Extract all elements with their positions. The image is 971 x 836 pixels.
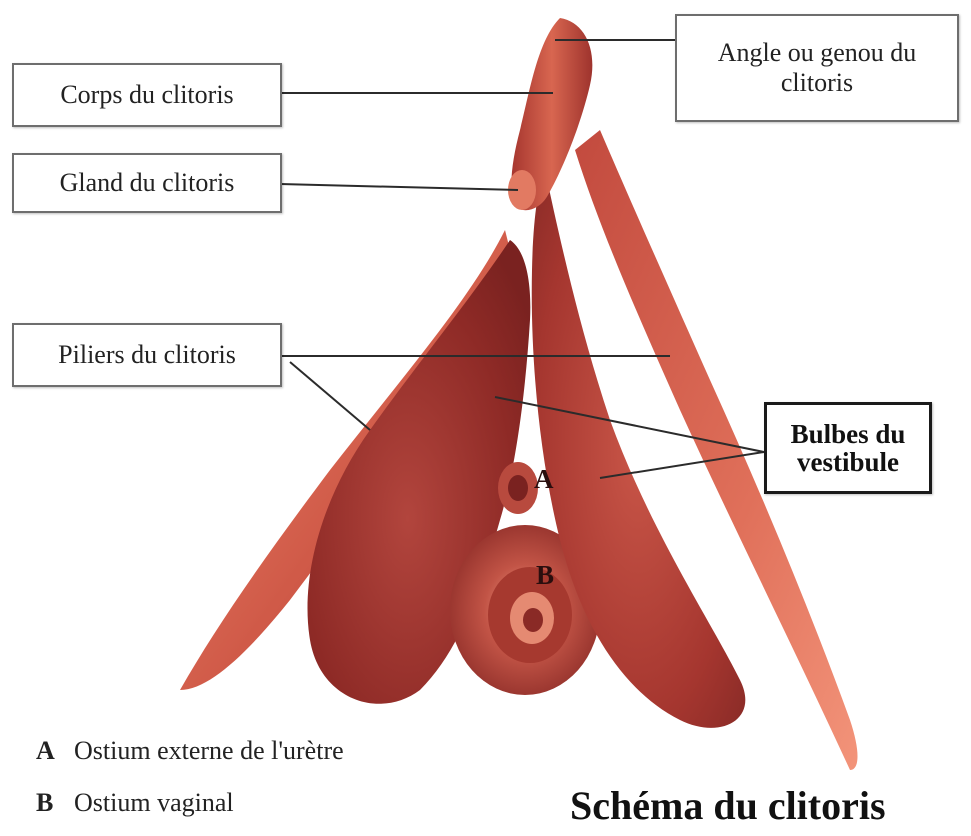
legend-key-b: B: [36, 788, 74, 818]
label-corps-text: Corps du clitoris: [60, 80, 233, 110]
label-piliers-du-clitoris: Piliers du clitoris: [12, 323, 282, 387]
leader-gland: [280, 184, 518, 190]
urethral-ostium: [498, 462, 538, 514]
label-bulbes-du-vestibule: Bulbes du vestibule: [764, 402, 932, 494]
label-gland-text: Gland du clitoris: [60, 168, 235, 198]
legend-key-a: A: [36, 736, 74, 766]
label-bulbes-text-2: vestibule: [797, 448, 899, 476]
legend-row-a: AOstium externe de l'urètre: [36, 736, 344, 766]
marker-b: B: [536, 560, 554, 591]
label-piliers-text: Piliers du clitoris: [58, 340, 236, 370]
diagram-title: Schéma du clitoris: [570, 782, 886, 829]
label-angle-ou-genou: Angle ou genou du clitoris: [675, 14, 959, 122]
label-bulbes-text-1: Bulbes du: [791, 420, 906, 448]
leader-piliers-left: [290, 362, 370, 430]
label-corps-du-clitoris: Corps du clitoris: [12, 63, 282, 127]
marker-a: A: [534, 464, 554, 495]
label-gland-du-clitoris: Gland du clitoris: [12, 153, 282, 213]
label-angle-text-1: Angle ou genou du: [718, 38, 917, 68]
legend-text-a: Ostium externe de l'urètre: [74, 736, 344, 765]
legend-row-b: BOstium vaginal: [36, 788, 234, 818]
label-angle-text-2: clitoris: [781, 68, 853, 98]
legend-text-b: Ostium vaginal: [74, 788, 234, 817]
